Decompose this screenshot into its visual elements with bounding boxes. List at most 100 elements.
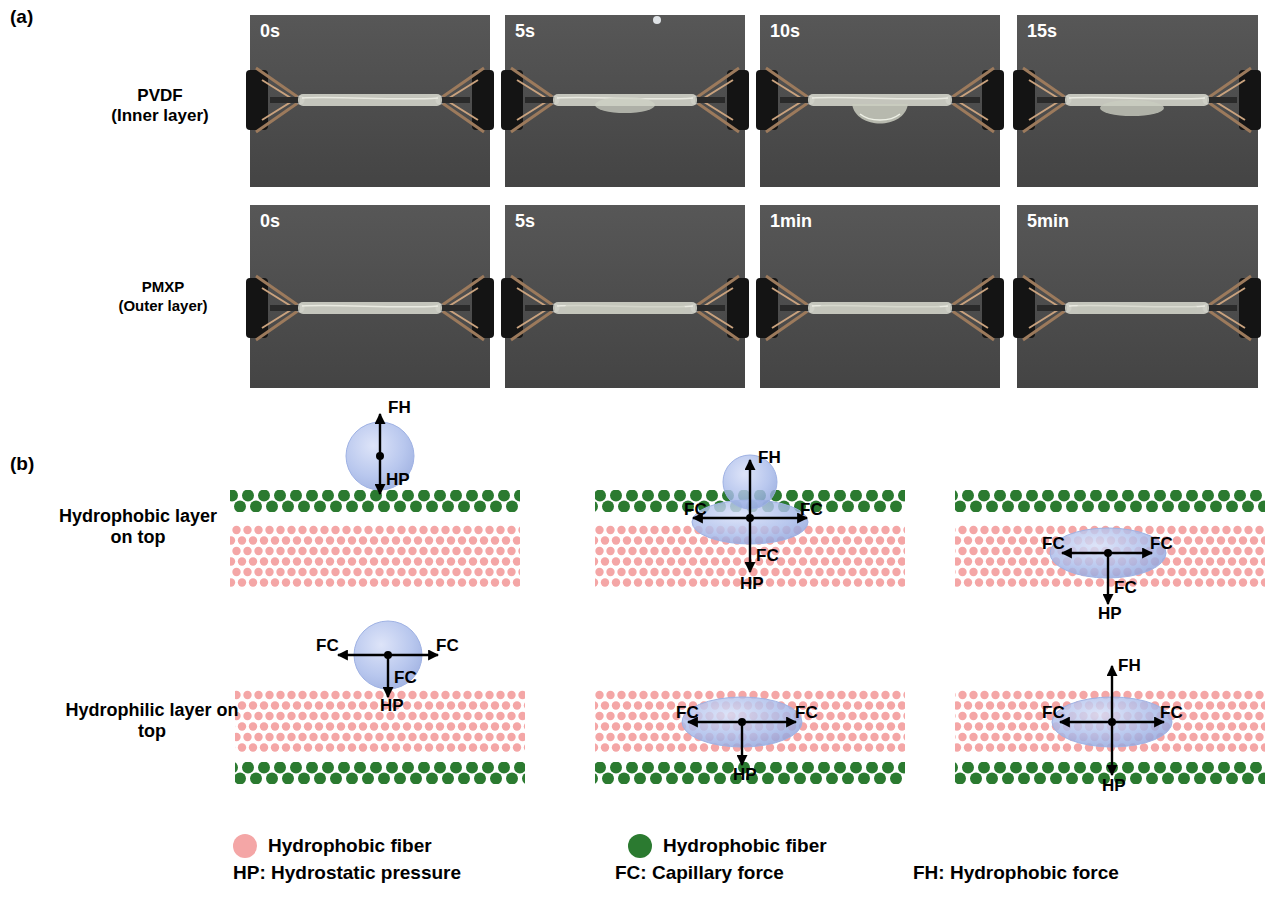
photo-frame: 1min <box>760 205 1000 388</box>
photo <box>501 15 749 187</box>
force-label: HP <box>733 765 757 785</box>
force-label: FC <box>1150 534 1173 554</box>
force-origin <box>1108 718 1116 726</box>
force-arrow <box>749 518 751 572</box>
row-label: Hydrophilic layer on top <box>65 700 240 741</box>
force-arrow <box>1060 721 1112 723</box>
force-arrow <box>1107 553 1109 604</box>
force-label: FC <box>436 636 459 656</box>
photo <box>246 205 494 388</box>
force-label: FH <box>388 398 411 418</box>
photo-frame: 0s <box>250 15 490 187</box>
force-label: FC <box>795 703 818 723</box>
time-stamp: 15s <box>1027 21 1057 42</box>
panel-letter: (a) <box>10 6 33 28</box>
force-label: FC <box>1114 578 1137 598</box>
water-drop <box>1100 100 1164 116</box>
time-stamp: 1min <box>770 211 812 232</box>
force-arrow <box>388 654 438 656</box>
force-arrow <box>338 654 388 656</box>
fiber-rig <box>246 68 494 132</box>
force-arrow <box>749 460 751 518</box>
force-label: FC <box>800 500 823 520</box>
row-label: Hydrophobic layer on top <box>51 506 226 547</box>
wet-zone <box>820 303 940 314</box>
time-stamp: 5s <box>515 21 535 42</box>
force-arrow <box>387 655 389 697</box>
fiber-rig <box>756 68 1004 132</box>
fiber-rig <box>501 276 749 340</box>
legend-swatch <box>628 834 652 858</box>
force-label: FC <box>316 636 339 656</box>
green-fiber-layer <box>235 762 525 784</box>
photo-frame: 10s <box>760 15 1000 187</box>
wet-zone <box>565 303 685 314</box>
droplets <box>346 422 1172 747</box>
force-origin <box>1104 549 1112 557</box>
force-arrow <box>1111 666 1113 722</box>
pink-fiber-layer <box>230 525 520 588</box>
force-label: FC <box>684 500 707 520</box>
photo-frame: 0s <box>250 205 490 388</box>
photo <box>246 15 494 187</box>
drop-highlight <box>860 114 900 120</box>
force-arrow <box>1111 722 1113 775</box>
photo <box>1013 205 1261 388</box>
force-label: HP <box>740 574 764 594</box>
force-label: HP <box>380 696 404 716</box>
green-fiber-layer <box>230 490 520 512</box>
legend-text: Hydrophobic fiber <box>663 835 827 857</box>
pink-fiber-layer <box>235 690 525 753</box>
force-origin <box>746 514 754 522</box>
fiber-rig <box>1013 68 1261 132</box>
force-label: FC <box>676 703 699 723</box>
photo-frame: 5s <box>505 15 745 187</box>
fiber-rig <box>1013 276 1261 340</box>
time-stamp: 5s <box>515 211 535 232</box>
force-origins <box>376 452 1116 726</box>
green-fiber-layer <box>595 762 905 784</box>
force-arrow <box>379 414 381 456</box>
legend-swatch <box>233 834 257 858</box>
photo <box>756 15 1004 187</box>
force-arrow <box>1112 721 1164 723</box>
force-arrow <box>1108 552 1152 554</box>
pink-fiber-layer <box>955 690 1265 753</box>
row-label: PVDF <box>90 86 230 106</box>
fiber-rig <box>246 276 494 340</box>
force-label: FH <box>1118 656 1141 676</box>
legend-key: HP: Hydrostatic pressure <box>233 862 461 884</box>
panel-letter: (b) <box>10 453 34 475</box>
force-arrow <box>741 722 743 765</box>
force-arrow <box>379 456 381 494</box>
force-origin <box>384 651 392 659</box>
force-arrow <box>1062 552 1108 554</box>
photo-frame: 15s <box>1017 15 1258 187</box>
wet-zone <box>1077 303 1197 314</box>
force-arrows <box>338 414 1164 775</box>
photo <box>1013 15 1261 187</box>
hanging-drop <box>852 104 908 124</box>
force-label: FC <box>1160 703 1183 723</box>
row-label: (Inner layer) <box>90 106 230 126</box>
pink-fiber-layer <box>595 690 905 753</box>
force-label: FC <box>1042 534 1065 554</box>
fiber-rig <box>501 16 749 132</box>
photo-frame: 5min <box>1017 205 1258 388</box>
force-label: FC <box>1042 703 1065 723</box>
hydrophilic-on-top-row <box>235 690 1265 784</box>
force-label: FH <box>758 448 781 468</box>
pink-fiber-layer <box>955 525 1265 588</box>
force-label: FC <box>756 546 779 566</box>
photo-frame: 5s <box>505 205 745 388</box>
force-label: FC <box>394 668 417 688</box>
time-stamp: 10s <box>770 21 800 42</box>
legend-key: FC: Capillary force <box>615 862 784 884</box>
legend-text: Hydrophobic fiber <box>268 835 432 857</box>
time-stamp: 5min <box>1027 211 1069 232</box>
falling-drop <box>653 16 661 24</box>
green-fiber-layer <box>955 490 1265 512</box>
force-label: HP <box>386 470 410 490</box>
